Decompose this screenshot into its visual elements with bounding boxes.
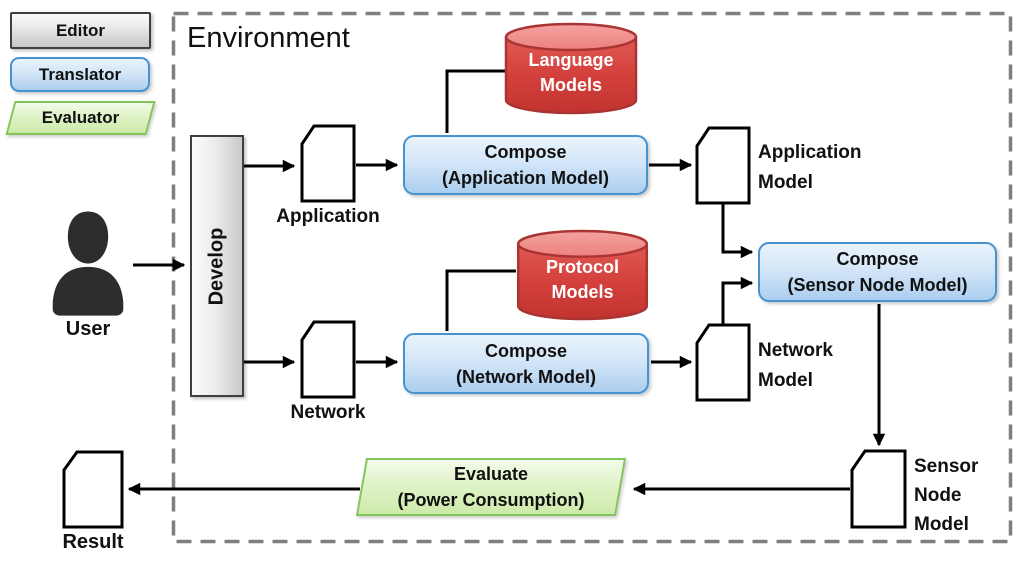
evaluate-shape: Evaluate (Power Consumption) xyxy=(355,458,627,516)
network-model-line1: Network xyxy=(758,340,833,361)
legend-evaluator-label: Evaluator xyxy=(41,108,120,127)
evaluate-line2: (Power Consumption) xyxy=(397,490,585,510)
protocol-models-database-icon xyxy=(516,229,649,321)
legend-evaluator: Evaluator xyxy=(5,101,156,135)
legend-editor: Editor xyxy=(10,12,151,49)
user-label: User xyxy=(65,318,111,340)
language-models-database-icon xyxy=(504,22,638,115)
sensor-node-model-line3: Model xyxy=(914,514,969,535)
result-document-icon xyxy=(62,450,124,529)
develop-label: Develop xyxy=(205,227,228,305)
arrow-appmodel-composesensor xyxy=(721,204,754,259)
protocol-models-line2: Models xyxy=(551,282,614,302)
develop-box: Develop xyxy=(190,135,244,397)
language-models-line2: Models xyxy=(539,75,602,95)
compose-application-line2: (Application Model) xyxy=(442,168,609,188)
sensor-node-model-label: Sensor Node Model xyxy=(914,452,978,539)
legend-translator-label: Translator xyxy=(38,64,122,84)
compose-sensor-line1: Compose xyxy=(836,249,919,269)
sensor-node-model-line2: Node xyxy=(914,485,962,506)
network-model-line2: Model xyxy=(758,370,813,391)
protocol-models-line1: Protocol xyxy=(545,257,619,277)
application-doc-label: Application xyxy=(276,206,380,227)
application-model-line1: Application xyxy=(758,142,862,163)
compose-application-line1: Compose xyxy=(484,142,567,162)
application-model-line2: Model xyxy=(758,172,813,193)
compose-network-box: Compose (Network Model) xyxy=(403,333,649,394)
protocol-models-label: Protocol Models xyxy=(515,249,650,311)
network-model-label: Network Model xyxy=(758,336,833,396)
environment-title: Environment xyxy=(187,22,350,54)
arrow-netmodel-composesensor xyxy=(721,276,754,324)
compose-network-line2: (Network Model) xyxy=(455,366,596,387)
compose-sensor-box: Compose (Sensor Node Model) xyxy=(758,242,997,302)
compose-application-box: Compose (Application Model) xyxy=(403,135,648,195)
application-model-label: Application Model xyxy=(758,138,861,198)
sensor-node-model-document-icon xyxy=(850,449,907,529)
connector-protocolmodels-composenet xyxy=(445,269,516,331)
network-model-document-icon xyxy=(695,323,751,402)
network-document-icon xyxy=(300,320,356,399)
result-label: Result xyxy=(62,531,124,553)
sensor-node-model-line1: Sensor xyxy=(914,456,979,477)
legend-translator: Translator xyxy=(10,57,150,92)
application-model-document-icon xyxy=(695,126,751,205)
legend-editor-label: Editor xyxy=(55,20,106,40)
user-icon xyxy=(52,211,124,316)
network-doc-label: Network xyxy=(290,402,366,423)
language-models-label: Language Models xyxy=(504,42,638,104)
connector-languagemodels-composeapp xyxy=(445,69,506,133)
application-document-icon xyxy=(300,124,356,203)
language-models-line1: Language xyxy=(528,50,614,70)
compose-sensor-line2: (Sensor Node Model) xyxy=(787,275,968,295)
evaluate-line1: Evaluate xyxy=(453,464,529,484)
environment-border xyxy=(171,11,1013,544)
compose-network-line1: Compose xyxy=(484,340,567,361)
